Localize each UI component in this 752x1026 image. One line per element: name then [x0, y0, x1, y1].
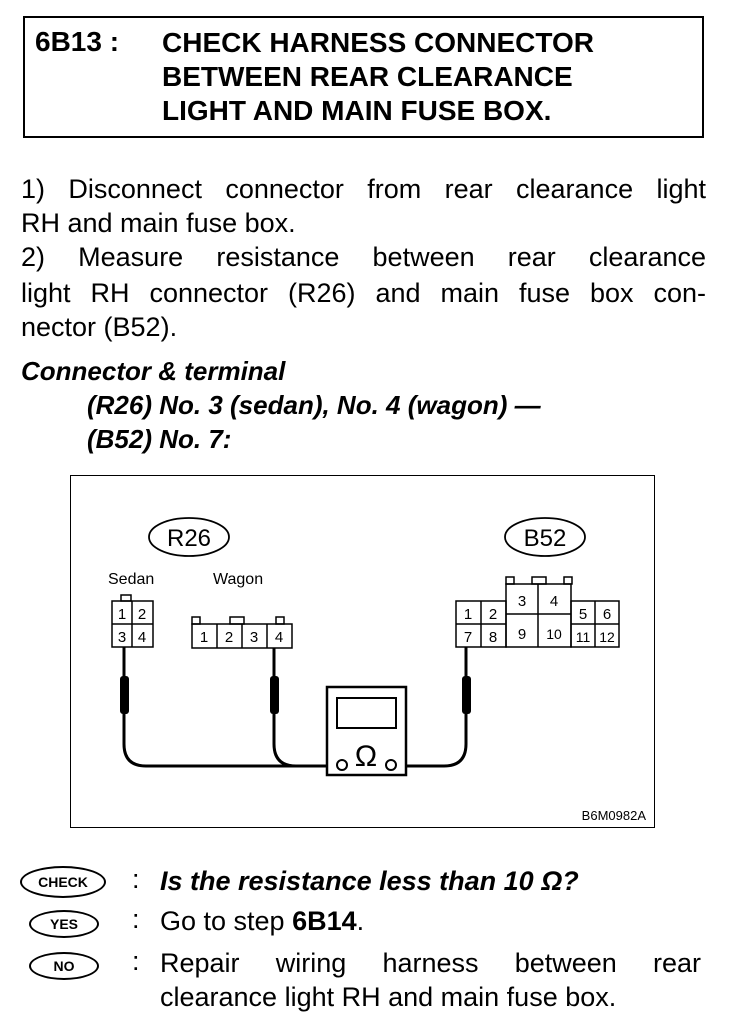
figure-code: B6M0982A	[582, 808, 647, 823]
sedan-pin: 3	[118, 629, 126, 646]
no-answer-line1: Repair wiring harness between rear	[160, 948, 701, 978]
probe-tips	[120, 676, 471, 714]
wiring-diagram: R26 B52 Sedan Wagon 1 2 3 4 1 2 3 4	[70, 475, 655, 828]
yes-badge: YES	[29, 910, 99, 938]
b52-pin: 9	[518, 626, 526, 643]
wagon-pin: 1	[200, 629, 208, 646]
sedan-pin: 1	[118, 606, 126, 623]
yes-colon: :	[132, 904, 140, 934]
sedan-label: Sedan	[108, 571, 154, 588]
b52-label-oval	[504, 517, 586, 557]
ohmmeter	[325, 685, 408, 777]
test-leads	[122, 647, 468, 768]
sedan-connector	[111, 594, 154, 648]
b52-pin: 6	[603, 606, 611, 623]
b52-pin: 5	[579, 606, 587, 623]
check-badge: CHECK	[20, 866, 106, 898]
ohm-symbol: Ω	[355, 740, 377, 773]
b52-pin: 3	[518, 593, 526, 610]
r26-label-oval	[148, 517, 230, 557]
yes-next-step-link[interactable]: 6B14	[292, 906, 357, 936]
sedan-pin: 2	[138, 606, 146, 623]
connector-terminal-line2: (B52) No. 7:	[87, 424, 232, 454]
instruction-step1-line2: RH and main fuse box.	[21, 208, 296, 238]
instruction-step2-line1: 2) Measure resistance between rear clear…	[21, 242, 706, 272]
no-colon: :	[132, 946, 140, 976]
wagon-label: Wagon	[213, 571, 263, 588]
b52-pin: 8	[489, 629, 497, 646]
step-header-box: 6B13 : CHECK HARNESS CONNECTOR BETWEEN R…	[23, 16, 704, 138]
check-question: Is the resistance less than 10 Ω?	[160, 866, 579, 896]
step-code: 6B13 :	[35, 26, 120, 57]
b52-pin: 11	[576, 629, 591, 645]
b52-pin: 7	[464, 629, 472, 646]
connector-terminal-heading: Connector & terminal	[21, 356, 286, 386]
yes-answer-prefix: Go to step	[160, 906, 293, 936]
b52-pin: 12	[599, 629, 615, 645]
b52-pin: 4	[550, 593, 558, 610]
instruction-step2-line3: nector (B52).	[21, 312, 178, 342]
b52-pin: 10	[546, 626, 562, 642]
connector-terminal-line1: (R26) No. 3 (sedan), No. 4 (wagon) —	[87, 390, 541, 420]
wagon-connector	[191, 616, 293, 649]
b52-pin: 1	[464, 606, 472, 623]
check-colon: :	[132, 864, 140, 894]
instruction-step1-line1: 1) Disconnect connector from rear cleara…	[21, 174, 706, 204]
instruction-step2-line2: light RH connector (R26) and main fuse b…	[21, 278, 706, 308]
wagon-pin: 4	[275, 629, 283, 646]
yes-answer: Go to step 6B14.	[160, 904, 364, 938]
yes-answer-suffix: .	[356, 906, 365, 936]
b52-connector	[455, 576, 620, 648]
wagon-pin: 3	[250, 629, 258, 646]
r26-label: R26	[167, 525, 211, 552]
b52-pin: 2	[489, 606, 497, 623]
step-title: CHECK HARNESS CONNECTOR BETWEEN REAR CLE…	[162, 27, 594, 126]
b52-label: B52	[524, 525, 567, 552]
no-answer-line2: clearance light RH and main fuse box.	[160, 982, 617, 1012]
no-badge: NO	[29, 952, 99, 980]
sedan-pin: 4	[138, 629, 146, 646]
wiring-diagram-svg: R26 B52 Sedan Wagon 1 2 3 4 1 2 3 4	[108, 517, 647, 823]
wagon-pin: 2	[225, 629, 233, 646]
